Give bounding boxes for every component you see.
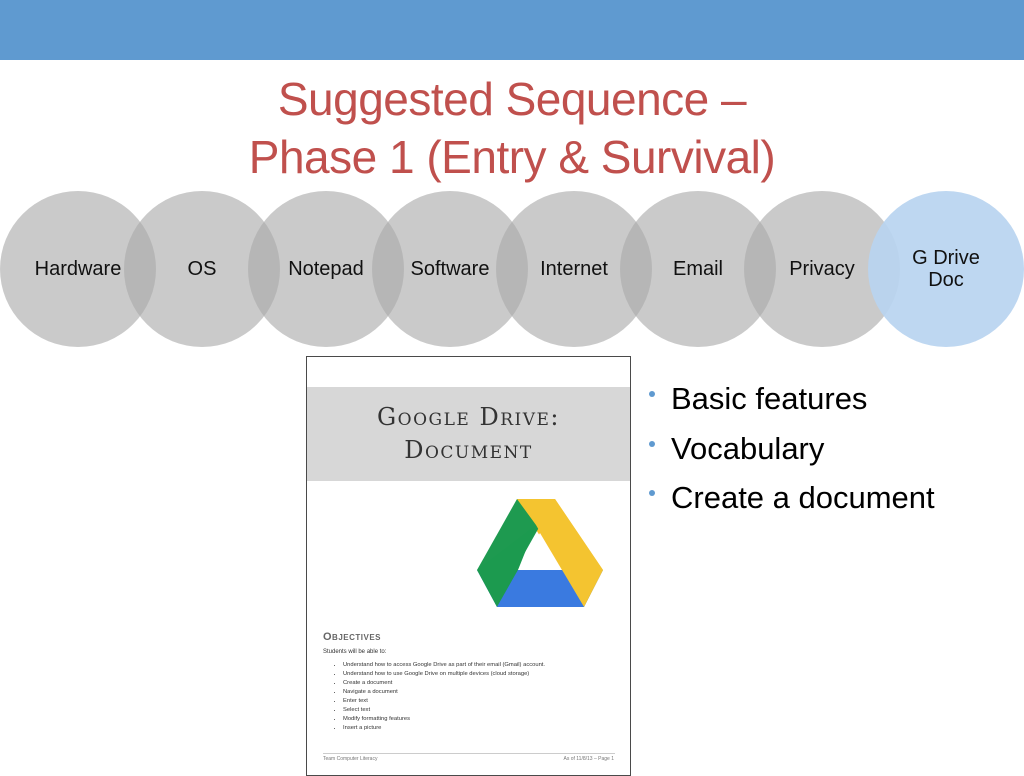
sequence-step-label: OS	[187, 258, 217, 280]
list-item: Insert a picture	[343, 724, 545, 733]
bullet-text: Vocabulary	[671, 430, 825, 466]
document-thumbnail: Google Drive: Document Objectives Studen…	[306, 356, 631, 776]
slide-title: Suggested Sequence – Phase 1 (Entry & Su…	[0, 70, 1024, 186]
bullet-list: Basic features Vocabulary Create a docum…	[648, 374, 935, 523]
objectives-heading: Objectives	[323, 631, 382, 643]
footer-divider	[323, 753, 615, 754]
google-drive-icon	[477, 499, 603, 607]
document-title: Google Drive: Document	[377, 403, 560, 464]
list-item: Enter text	[343, 697, 545, 706]
bullet-item: Vocabulary	[648, 424, 935, 474]
objectives-intro: Students will be able to:	[323, 649, 387, 655]
objectives-list: Understand how to access Google Drive as…	[323, 661, 545, 733]
sequence-circles: Hardware OS Notepad Software Internet Em…	[0, 191, 1024, 347]
list-item: Understand how to access Google Drive as…	[343, 661, 545, 670]
slide-title-line1: Suggested Sequence –	[277, 73, 747, 125]
list-item: Create a document	[343, 679, 545, 688]
document-footer-left: Team Computer Literacy	[323, 756, 378, 762]
sequence-step-label: Notepad	[288, 258, 364, 280]
list-item: Modify formatting features	[343, 715, 545, 724]
sequence-step-label: Hardware	[34, 258, 122, 280]
sequence-step-label: Privacy	[789, 258, 855, 280]
bullet-text: Create a document	[671, 480, 935, 515]
list-item: Select text	[343, 706, 545, 715]
sequence-step-label: G Drive Doc	[912, 247, 980, 291]
list-item: Navigate a document	[343, 688, 545, 697]
bullet-item: Basic features	[648, 374, 935, 424]
bullet-dot-icon	[649, 440, 655, 447]
bullet-dot-icon	[649, 391, 655, 397]
bullet-text: Basic features	[671, 381, 868, 416]
document-footer-right: As of 11/8/13 – Page 1	[563, 756, 614, 762]
top-banner	[0, 0, 1024, 60]
sequence-step-label: Internet	[540, 258, 608, 280]
sequence-step-label: Software	[410, 258, 490, 280]
sequence-step-label: Email	[672, 258, 723, 280]
bullet-item: Create a document	[648, 473, 935, 523]
sequence-step-gdrive-doc: G Drive Doc	[868, 191, 1024, 347]
list-item: Understand how to use Google Drive on mu…	[343, 670, 545, 679]
document-title-band	[307, 387, 630, 481]
bullet-dot-icon	[649, 490, 655, 496]
slide-title-line2: Phase 1 (Entry & Survival)	[248, 131, 776, 183]
